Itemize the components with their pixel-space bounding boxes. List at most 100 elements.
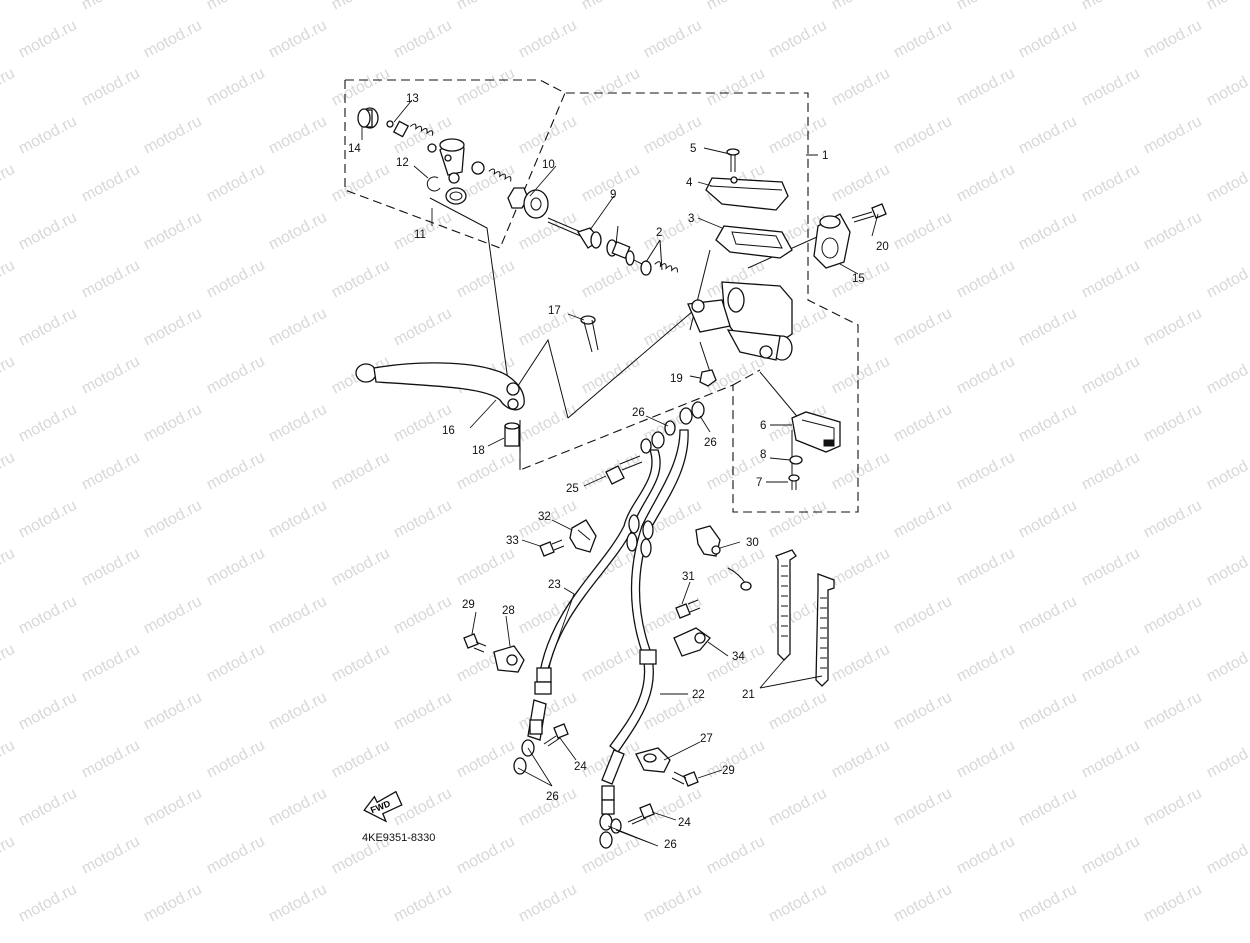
- watermark-text: motod.ru: [16, 497, 80, 542]
- watermark-text: motod.ru: [0, 737, 18, 782]
- callout-6: 6: [760, 420, 766, 432]
- watermark-text: motod.ru: [891, 305, 955, 350]
- watermark-text: motod.ru: [1079, 257, 1143, 302]
- watermark-text: motod.ru: [829, 353, 893, 398]
- watermark-text: motod.ru: [1016, 785, 1080, 830]
- watermark-text: motod.ru: [1204, 833, 1250, 878]
- fwd-arrow-icon: FWD: [363, 790, 403, 823]
- watermark-text: motod.ru: [266, 785, 330, 830]
- callout-31: 31: [682, 571, 695, 583]
- watermark-text: motod.ru: [579, 353, 643, 398]
- callout-9: 9: [610, 189, 616, 201]
- watermark-text: motod.ru: [204, 545, 268, 590]
- watermark-text: motod.ru: [141, 497, 205, 542]
- watermark-text: motod.ru: [16, 593, 80, 638]
- watermark-text: motod.ru: [266, 401, 330, 446]
- watermark-text: motod.ru: [204, 833, 268, 878]
- watermark-text: motod.ru: [829, 833, 893, 878]
- watermark-text: motod.ru: [641, 209, 705, 254]
- watermark-text: motod.ru: [954, 545, 1018, 590]
- callout-16: 16: [442, 425, 455, 437]
- watermark-text: motod.ru: [579, 0, 643, 14]
- callout-23: 23: [548, 579, 561, 591]
- watermark-text: motod.ru: [0, 833, 18, 878]
- callout-24b: 24: [678, 817, 691, 829]
- watermark-text: motod.ru: [329, 65, 393, 110]
- watermark-text: motod.ru: [141, 881, 205, 926]
- callout-14: 14: [348, 143, 361, 155]
- watermark-text: motod.ru: [1141, 401, 1205, 446]
- watermark-text: motod.ru: [954, 65, 1018, 110]
- callout-29a: 29: [462, 599, 475, 611]
- callout-26d: 26: [664, 839, 677, 851]
- callout-26b: 26: [704, 437, 717, 449]
- watermark-text: motod.ru: [266, 593, 330, 638]
- watermark-text: motod.ru: [79, 641, 143, 686]
- part-17-pivot-bolt: [580, 315, 599, 353]
- watermark-text: motod.ru: [141, 113, 205, 158]
- part-5-screw: [726, 148, 740, 172]
- watermark-text: motod.ru: [329, 257, 393, 302]
- callout-34: 34: [732, 651, 745, 663]
- watermark-text: motod.ru: [266, 17, 330, 62]
- hose-joint-grommets: [626, 514, 654, 558]
- callout-15: 15: [852, 273, 865, 285]
- callout-5: 5: [690, 143, 696, 155]
- watermark-text: motod.ru: [16, 305, 80, 350]
- callout-24a: 24: [574, 761, 587, 773]
- watermark-text: motod.ru: [1016, 881, 1080, 926]
- watermark-text: motod.ru: [1079, 641, 1143, 686]
- watermark-text: motod.ru: [1016, 401, 1080, 446]
- watermark-text: motod.ru: [329, 449, 393, 494]
- watermark-text: motod.ru: [891, 113, 955, 158]
- watermark-text: motod.ru: [0, 65, 18, 110]
- part-29-bolt-right: [671, 771, 699, 787]
- callout-labels: 1 2 3 4 5 6 7 8 9 10 11 12 13 14 15 16 1…: [348, 93, 889, 851]
- watermark-text: motod.ru: [204, 737, 268, 782]
- watermark-text: motod.ru: [391, 401, 455, 446]
- part-9-push-rod: [547, 217, 602, 249]
- watermark-text: motod.ru: [79, 65, 143, 110]
- hose-banjo-fittings: [651, 407, 693, 449]
- watermark-text: motod.ru: [454, 737, 518, 782]
- watermark-text: motod.ru: [891, 881, 955, 926]
- watermark-text: motod.ru: [329, 545, 393, 590]
- watermark-text: motod.ru: [266, 209, 330, 254]
- callout-1: 1: [822, 150, 828, 162]
- watermark-text: motod.ru: [1141, 785, 1205, 830]
- part-34-hose-guide: [673, 627, 711, 657]
- watermark-text: motod.ru: [79, 737, 143, 782]
- watermark-text: motod.ru: [766, 17, 830, 62]
- part-26-washers-top: [640, 401, 705, 454]
- callout-2: 2: [656, 227, 662, 239]
- part-20-bolt: [851, 203, 887, 223]
- watermark-text: motod.ru: [141, 785, 205, 830]
- part-27-hose-clamp: [635, 747, 671, 773]
- part-12-clip: [426, 176, 441, 192]
- watermark-text: motod.ru: [391, 593, 455, 638]
- watermark-text: motod.ru: [454, 257, 518, 302]
- watermark-text: motod.ru: [829, 161, 893, 206]
- watermark-text: motod.ru: [641, 17, 705, 62]
- watermark-text: motod.ru: [954, 257, 1018, 302]
- callout-11: 11: [414, 229, 426, 241]
- watermark-text: motod.ru: [204, 161, 268, 206]
- watermark-text: motod.ru: [79, 449, 143, 494]
- watermark-text: motod.ru: [391, 689, 455, 734]
- watermark-text: motod.ru: [79, 257, 143, 302]
- watermark-text: motod.ru: [891, 689, 955, 734]
- callout-20: 20: [876, 241, 889, 253]
- callout-26a: 26: [632, 407, 645, 419]
- watermark-text: motod.ru: [954, 161, 1018, 206]
- watermark-text: motod.ru: [204, 449, 268, 494]
- watermark-text: motod.ru: [1204, 545, 1250, 590]
- part-33-bolt: [539, 539, 565, 557]
- watermark-text: motod.ru: [891, 209, 955, 254]
- watermark-text: motod.ru: [1204, 449, 1250, 494]
- watermark-text: motod.ru: [1141, 881, 1205, 926]
- watermark-text: motod.ru: [454, 545, 518, 590]
- watermark-text: motod.ru: [766, 113, 830, 158]
- watermark-text: motod.ru: [954, 353, 1018, 398]
